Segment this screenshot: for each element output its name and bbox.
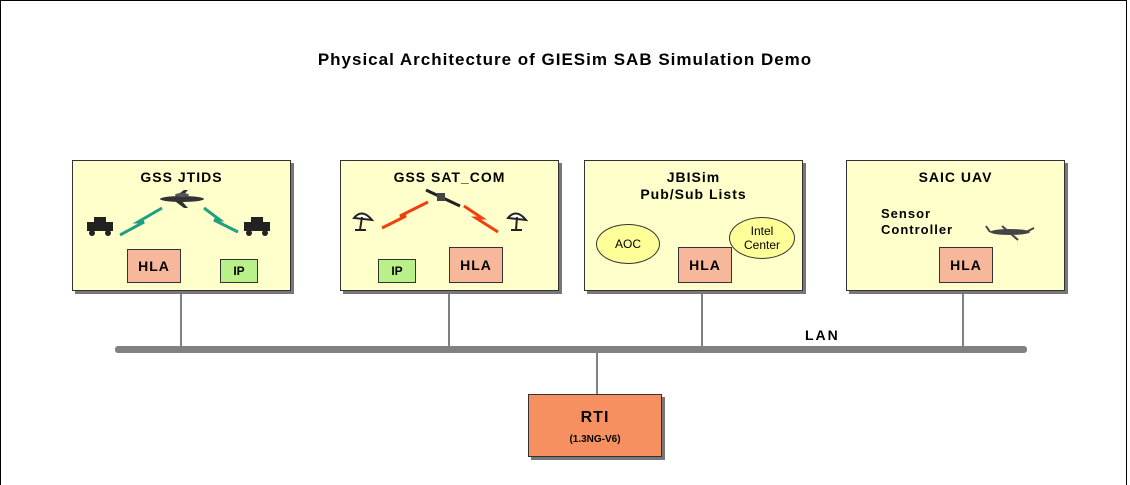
satcom-network-icon — [352, 188, 529, 234]
box-title: GSS SAT_COM — [393, 169, 506, 185]
intel-center-label: Intel Center — [743, 224, 781, 252]
humvee-icon — [244, 217, 270, 236]
lan-label: LAN — [805, 327, 840, 343]
box-title: GSS JTIDS — [140, 169, 223, 185]
box-jbisim: JBISim Pub/Sub Lists AOC Intel Center HL… — [584, 160, 803, 291]
ip-block: IP — [220, 259, 258, 283]
jtids-network-icon — [87, 190, 270, 237]
aoc-ellipse: AOC — [596, 224, 660, 264]
signal-bolt-icon — [463, 204, 499, 234]
box-title: JBISim Pub/Sub Lists — [640, 169, 747, 202]
sensor-controller-label: Sensor Controller — [881, 206, 954, 237]
hla-block: HLA — [939, 247, 993, 283]
connector-jbisim — [701, 291, 703, 347]
satellite-dish-icon — [506, 212, 529, 231]
box-saic-uav: SAIC UAV Sensor Controller HLA — [846, 160, 1065, 291]
connector-uav — [962, 291, 964, 347]
humvee-icon — [87, 217, 113, 236]
diagram-title: Physical Architecture of GIESim SAB Simu… — [317, 50, 813, 69]
intel-center-ellipse: Intel Center — [729, 217, 795, 259]
hla-block: HLA — [449, 247, 503, 283]
signal-bolt-icon — [119, 206, 163, 237]
connector-jtids — [180, 291, 182, 347]
satellite-dish-icon — [352, 212, 375, 231]
box-title: SAIC UAV — [918, 169, 993, 185]
uav-icon — [985, 225, 1035, 241]
hla-block: HLA — [127, 249, 181, 283]
ip-block: IP — [378, 259, 416, 283]
connector-satcom — [448, 291, 450, 347]
aircraft-icon — [160, 190, 204, 208]
signal-bolt-icon — [381, 200, 429, 230]
rti-box: RTI (1.3NG-V6) — [528, 394, 662, 457]
satellite-icon — [425, 188, 461, 208]
box-gss-satcom: GSS SAT_COM IP HLA — [340, 160, 559, 291]
box-gss-jtids: GSS JTIDS HLA IP — [72, 160, 291, 291]
hla-block: HLA — [678, 247, 732, 283]
rti-version: (1.3NG-V6) — [569, 434, 621, 445]
connector-rti — [596, 352, 598, 394]
signal-bolt-icon — [203, 206, 239, 234]
rti-label: RTI — [580, 409, 610, 426]
lan-bus — [115, 346, 1027, 353]
